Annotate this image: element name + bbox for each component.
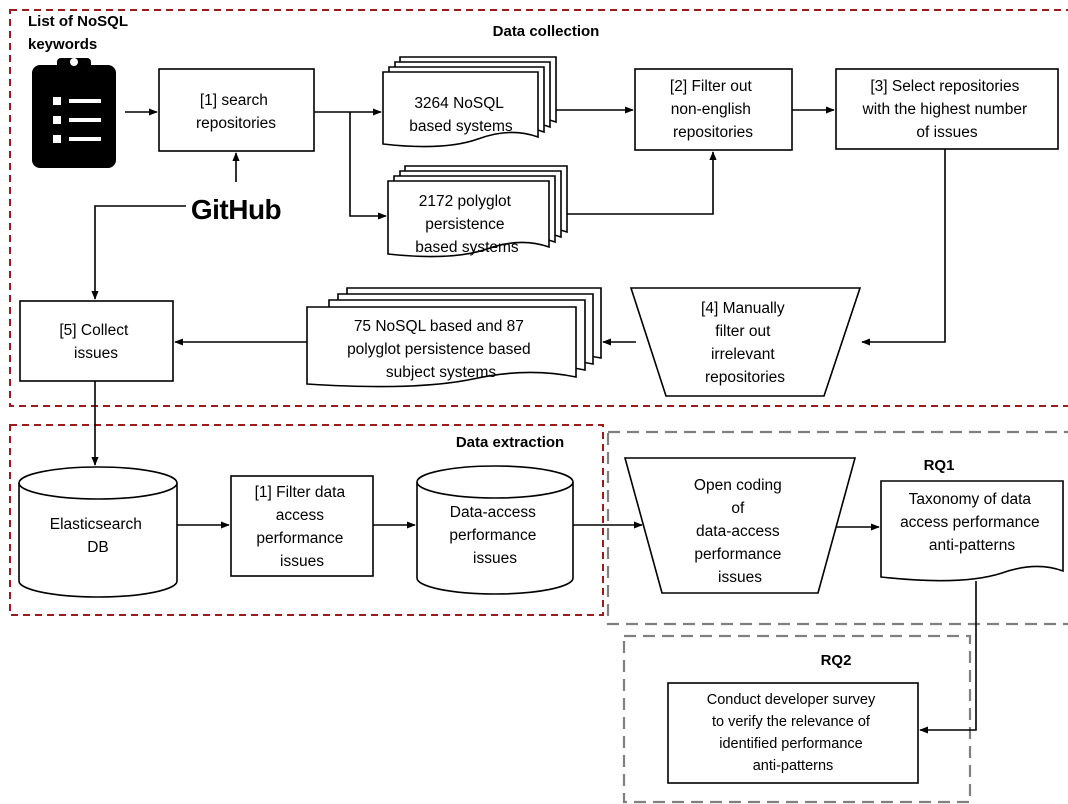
- rq2-region: [622, 634, 972, 804]
- subjects-line: polyglot persistence based: [347, 341, 531, 358]
- search-line: repositories: [196, 115, 276, 132]
- da-issues-line: performance: [449, 527, 536, 544]
- polyglot-doc-line: 2172 polyglot: [419, 193, 512, 210]
- github-logo: GitHub: [191, 194, 281, 225]
- select-repos-line: with the highest number: [862, 101, 1028, 118]
- filter-data-line: issues: [280, 553, 324, 570]
- keywords-label-line2: keywords: [28, 36, 97, 53]
- rq1-region: [606, 430, 1068, 626]
- taxonomy-line: anti-patterns: [929, 537, 1015, 554]
- open-coding-line: of: [731, 500, 745, 517]
- svg-text:[1] search repositories: [1] search repositories: [196, 92, 276, 132]
- svg-text:[2] Filter out non-engli: [2] Filter out non-english repositories: [670, 78, 756, 141]
- search-line: [1] search: [200, 92, 268, 109]
- connectors: [91, 106, 977, 734]
- manual-filter-line: [4] Manually: [701, 300, 785, 317]
- collect-line: issues: [74, 345, 118, 362]
- manual-filter-line: repositories: [705, 369, 785, 386]
- open-coding-line: data-access: [696, 523, 780, 540]
- filter-data-access-box: [1] Filter data access performance issue…: [230, 475, 374, 577]
- svg-text:Open coding of dat: Open coding of data-access performance i…: [694, 477, 786, 586]
- survey-line: Conduct developer survey: [707, 692, 876, 708]
- svg-text:[5] Collect issues: [5] Collect issues: [59, 322, 132, 362]
- svg-text:Taxonomy of data access: Taxonomy of data access performance anti…: [900, 491, 1044, 554]
- svg-text:Elasticsearch DB: Elasticsearch DB: [50, 516, 147, 556]
- rq2-title: RQ2: [821, 652, 852, 669]
- nosql-doc-line: 3264 NoSQL: [414, 95, 504, 112]
- filter-data-line: performance: [256, 530, 343, 547]
- filter-non-english-box: [2] Filter out non-english repositories: [634, 68, 793, 151]
- manual-filter-line: irrelevant: [711, 346, 775, 363]
- select-repos-line: [3] Select repositories: [870, 78, 1019, 95]
- developer-survey-box: Conduct developer survey to verify the r…: [667, 682, 919, 784]
- data-collection-title: Data collection: [493, 23, 600, 40]
- data-collection-region: [9, 9, 1068, 407]
- polyglot-doc-line: persistence: [425, 216, 504, 233]
- svg-text:Data-access performance: Data-access performance issues: [449, 504, 540, 567]
- da-issues-line: Data-access: [450, 504, 536, 521]
- data-extraction-region: [9, 424, 604, 616]
- rq1-title: RQ1: [924, 457, 955, 474]
- data-access-issues-cylinder: Data-access performance issues: [416, 465, 574, 595]
- polyglot-systems-doc: 2172 polyglot persistence based systems: [387, 165, 568, 258]
- open-coding-shape: Open coding of data-access performance i…: [623, 457, 857, 594]
- svg-text:[4] Manually filter out: [4] Manually filter out irrelevant repos…: [701, 300, 789, 386]
- keywords-label-line1: List of NoSQL: [28, 13, 128, 30]
- collect-issues-box: [5] Collect issues: [19, 300, 174, 382]
- filter-data-line: [1] Filter data: [255, 484, 346, 501]
- svg-text:[3] Select repositories: [3] Select repositories with the highest…: [862, 78, 1032, 141]
- filter-english-line: [2] Filter out: [670, 78, 753, 95]
- subject-systems-doc: 75 NoSQL based and 87 polyglot persisten…: [306, 287, 602, 388]
- es-db-line: Elasticsearch: [50, 516, 142, 533]
- open-coding-line: issues: [718, 569, 762, 586]
- svg-text:2172 polyglot persistenc: 2172 polyglot persistence based systems: [415, 193, 519, 256]
- manual-filter-line: filter out: [715, 323, 771, 340]
- open-coding-line: Open coding: [694, 477, 782, 494]
- svg-text:3264 NoSQL based systems: 3264 NoSQL based systems: [409, 95, 513, 135]
- filter-data-line: access: [276, 507, 324, 524]
- clipboard-checklist-icon: [32, 58, 116, 168]
- search-repositories-box: [1] search repositories: [158, 68, 315, 152]
- survey-line: identified performance: [719, 736, 862, 752]
- polyglot-doc-line: based systems: [415, 239, 519, 256]
- subjects-line: subject systems: [386, 364, 497, 381]
- taxonomy-line: access performance: [900, 514, 1040, 531]
- survey-line: anti-patterns: [753, 758, 834, 774]
- taxonomy-line: Taxonomy of data: [909, 491, 1032, 508]
- svg-text:Conduct developer survey: Conduct developer survey to verify the r…: [707, 692, 880, 774]
- nosql-doc-line: based systems: [409, 118, 513, 135]
- data-extraction-title: Data extraction: [456, 434, 564, 451]
- collect-line: [5] Collect: [59, 322, 129, 339]
- select-repositories-box: [3] Select repositories with the highest…: [835, 68, 1059, 150]
- survey-line: to verify the relevance of: [712, 714, 871, 730]
- elasticsearch-db-cylinder: Elasticsearch DB: [18, 466, 178, 598]
- da-issues-line: issues: [473, 550, 517, 567]
- open-coding-line: performance: [694, 546, 781, 563]
- filter-english-line: repositories: [673, 124, 753, 141]
- manual-filter-shape: [4] Manually filter out irrelevant repos…: [629, 287, 862, 397]
- svg-text:[1] Filter data access: [1] Filter data access performance issue…: [255, 484, 350, 570]
- taxonomy-doc: Taxonomy of data access performance anti…: [880, 480, 1064, 582]
- filter-english-line: non-english: [671, 101, 751, 118]
- es-db-line: DB: [87, 539, 109, 556]
- select-repos-line: of issues: [916, 124, 977, 141]
- subjects-line: 75 NoSQL based and 87: [354, 318, 524, 335]
- svg-text:75 NoSQL based and 87 po: 75 NoSQL based and 87 polyglot persisten…: [347, 318, 535, 381]
- nosql-systems-doc: 3264 NoSQL based systems: [382, 56, 557, 148]
